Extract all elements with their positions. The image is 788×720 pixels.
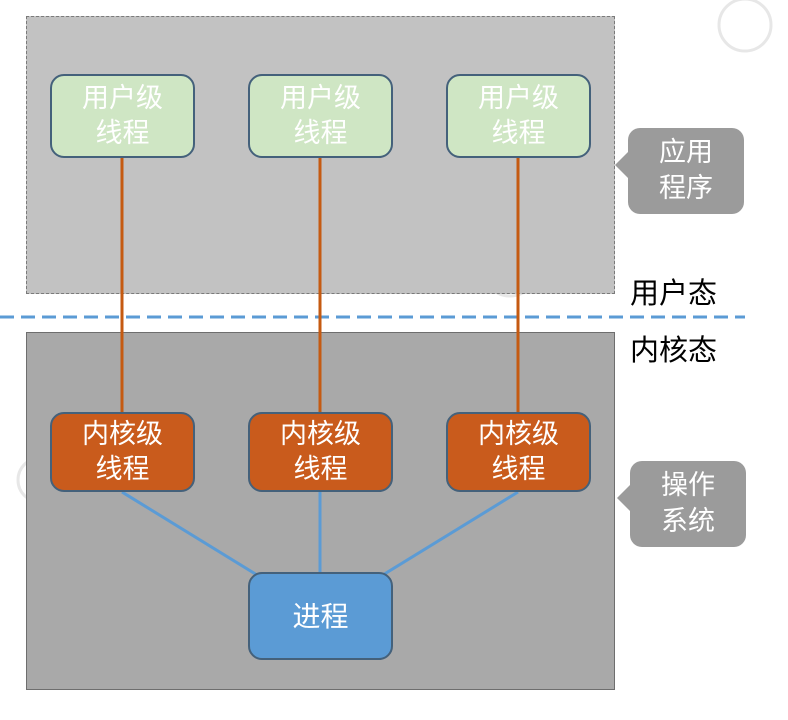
- user-level-thread-3: 用户级 线程: [446, 74, 591, 158]
- process-link-1: [121, 490, 263, 580]
- user-level-thread-1: 用户级 线程: [50, 74, 195, 158]
- user-mode-label: 用户态: [630, 276, 718, 310]
- kernel-mode-label: 内核态: [630, 333, 718, 367]
- kernel-level-thread-1: 内核级 线程: [50, 412, 195, 492]
- operating-system-callout: 操作 系统: [617, 461, 746, 547]
- user-level-thread-2: 用户级 线程: [248, 74, 393, 158]
- process-node: 进程: [248, 572, 393, 660]
- kernel-level-thread-3: 内核级 线程: [446, 412, 591, 492]
- process-link-3: [377, 490, 519, 580]
- kernel-level-thread-2: 内核级 线程: [248, 412, 393, 492]
- application-callout: 应用 程序: [615, 128, 744, 214]
